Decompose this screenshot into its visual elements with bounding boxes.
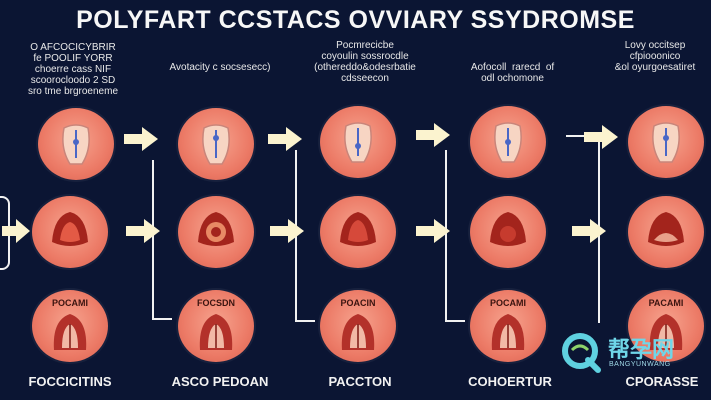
uterus-icon <box>344 122 372 163</box>
watermark-text: 帮孕网 <box>608 337 675 362</box>
ovary-node-r3c3: POACIN <box>320 290 396 362</box>
ovary-node-r2c1 <box>32 196 108 268</box>
connector-line <box>152 318 172 320</box>
caption-4: Aofocoll rarecd of odl ochomone <box>470 62 555 84</box>
node-label: PACAMI <box>648 298 684 308</box>
ovary-icon <box>649 314 683 350</box>
ovary-node-r3c1: POCAMI <box>32 290 108 362</box>
uterus-icon <box>62 124 90 165</box>
ovary-node-r1c5 <box>628 106 704 178</box>
watermark-subtext: BANGYUNWANG <box>609 361 671 368</box>
uterus-icon <box>494 122 522 163</box>
diagram-title: POLYFART CCSTACS OVVIARY SSYDROMSE <box>76 6 635 34</box>
caption-2: Avotacity c socsesecc) <box>169 62 271 73</box>
node-label: POCAMI <box>52 298 88 308</box>
bottom-label-5: CPORASSE <box>625 374 699 389</box>
bottom-label-2: ASCO PEDOAN <box>171 374 269 389</box>
bottom-label-4: COHOERTUR <box>468 374 552 389</box>
connector-line <box>152 160 154 318</box>
ovary-node-r2c5 <box>628 196 704 268</box>
ovary-node-r1c1 <box>38 108 114 180</box>
cyst-icon <box>52 212 88 246</box>
ovary-icon <box>199 314 233 350</box>
caption-5: Lovy occitsep cfpiooonico &ol oyurgoesat… <box>614 40 696 73</box>
right-arrow-icon <box>270 219 304 243</box>
right-arrow-icon <box>268 127 302 151</box>
right-arrow-icon <box>126 219 160 243</box>
right-arrow-icon <box>584 125 618 149</box>
ovary-node-r2c4 <box>470 196 546 268</box>
ovary-node-r3c2: FOCSDN <box>178 290 254 362</box>
ovary-node-r2c2 <box>178 196 254 268</box>
right-arrow-icon <box>2 219 30 243</box>
uterus-icon <box>202 124 230 165</box>
ovary-icon <box>53 314 87 350</box>
ovary-node-r3c4: POCAMI <box>470 290 546 362</box>
connector-line <box>445 320 465 322</box>
ovary-node-r1c3 <box>320 106 396 178</box>
right-arrow-icon <box>572 219 606 243</box>
uterus-icon <box>652 122 680 163</box>
node-label: FOCSDN <box>197 298 235 308</box>
ovary-node-r3c5: PACAMI <box>628 290 704 362</box>
connector-line <box>445 150 447 322</box>
ovary-node-r2c3 <box>320 196 396 268</box>
watermark-logo-icon <box>562 333 601 373</box>
cyst-icon <box>648 212 684 246</box>
ovary-node-r1c4 <box>470 106 546 178</box>
node-label: POACIN <box>340 298 376 308</box>
connector-line <box>566 135 598 137</box>
cyst-icon <box>340 212 376 246</box>
caption-1: O AFCOCICYBRIR fe POOLIF YORR choerre ca… <box>27 42 119 97</box>
right-arrow-icon <box>416 219 450 243</box>
bottom-label-1: FOCCICITINS <box>28 374 112 389</box>
caption-3: Pocmrecicbe coyoulin sossrocdle (othered… <box>314 40 416 84</box>
bottom-label-3: PACCTON <box>328 374 392 389</box>
cyst-icon <box>198 212 234 246</box>
node-label: POCAMI <box>490 298 526 308</box>
ovary-node-r1c2 <box>178 108 254 180</box>
right-arrow-icon <box>124 127 158 151</box>
cyst-icon <box>490 212 526 246</box>
right-arrow-icon <box>416 123 450 147</box>
ovary-icon <box>491 314 525 350</box>
ovary-icon <box>341 314 375 350</box>
connector-line <box>295 320 315 322</box>
watermark: 帮孕网 BANGYUNWANG <box>560 330 700 374</box>
